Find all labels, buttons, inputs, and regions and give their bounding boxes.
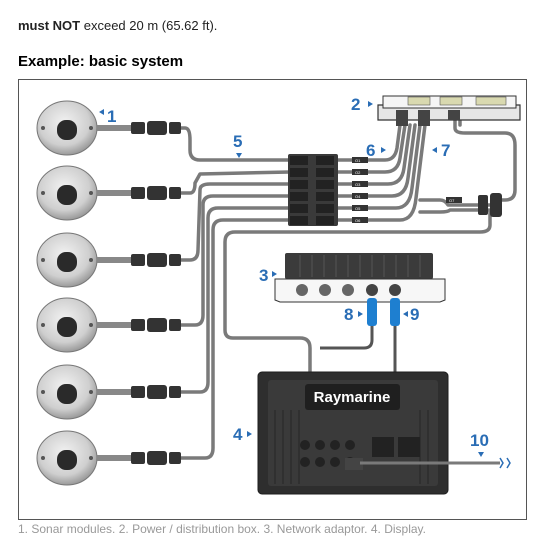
section-heading: Example: basic system xyxy=(18,53,184,70)
sonar-module xyxy=(36,297,98,353)
sonar-module xyxy=(36,232,98,288)
callouts: 1 2 3 4 5 6 7 8 9 10 xyxy=(99,95,489,457)
break-icon xyxy=(499,457,511,469)
callout-5: 5 xyxy=(233,132,242,151)
arrow-icon xyxy=(403,311,408,317)
sonar-modules xyxy=(36,100,98,486)
port-label: O3 xyxy=(355,182,361,187)
distribution-box xyxy=(377,95,521,126)
callout-4: 4 xyxy=(233,425,243,444)
arrow-icon xyxy=(478,452,484,457)
intro-bold: must NOT xyxy=(18,18,81,33)
arrow-icon xyxy=(358,311,363,317)
callout-7: 7 xyxy=(441,141,450,160)
intro-rest: exceed 20 m (65.62 ft). xyxy=(80,18,218,33)
display-unit: Raymarine xyxy=(257,371,449,495)
port-label: O2 xyxy=(355,170,361,175)
arrow-icon xyxy=(368,101,373,107)
cable-splitter xyxy=(288,154,338,226)
arrow-icon xyxy=(272,271,277,277)
callout-10: 10 xyxy=(470,431,489,450)
arrow-icon xyxy=(381,147,386,153)
brand-logo: Raymarine xyxy=(314,389,391,406)
port-label: O6 xyxy=(355,218,361,223)
network-adaptor xyxy=(274,253,446,303)
sonar-module xyxy=(36,100,98,156)
callout-8: 8 xyxy=(344,305,353,324)
callout-1: 1 xyxy=(107,107,116,126)
port-label: O7 xyxy=(449,198,455,203)
sensor-connectors xyxy=(97,121,181,465)
cables xyxy=(178,116,517,460)
callout-9: 9 xyxy=(410,305,419,324)
intro-text: must NOT exceed 20 m (65.62 ft). xyxy=(18,18,217,33)
sonar-module xyxy=(36,364,98,420)
arrow-icon xyxy=(99,109,104,115)
callout-2: 2 xyxy=(351,95,360,114)
caption-text: 1. Sonar modules. 2. Power / distributio… xyxy=(18,522,426,536)
callout-3: 3 xyxy=(259,266,268,285)
arrow-icon xyxy=(432,147,437,153)
port-label: O5 xyxy=(355,206,361,211)
right-connectors xyxy=(478,193,502,217)
port-label: O1 xyxy=(355,158,361,163)
sonar-module xyxy=(36,430,98,486)
port-label: O4 xyxy=(355,194,361,199)
callout-6: 6 xyxy=(366,141,375,160)
sonar-module xyxy=(36,165,98,221)
arrow-icon xyxy=(247,431,252,437)
port-tags: O1 O2 O3 O4 O5 O6 O7 xyxy=(352,157,462,223)
arrow-icon xyxy=(236,153,242,158)
